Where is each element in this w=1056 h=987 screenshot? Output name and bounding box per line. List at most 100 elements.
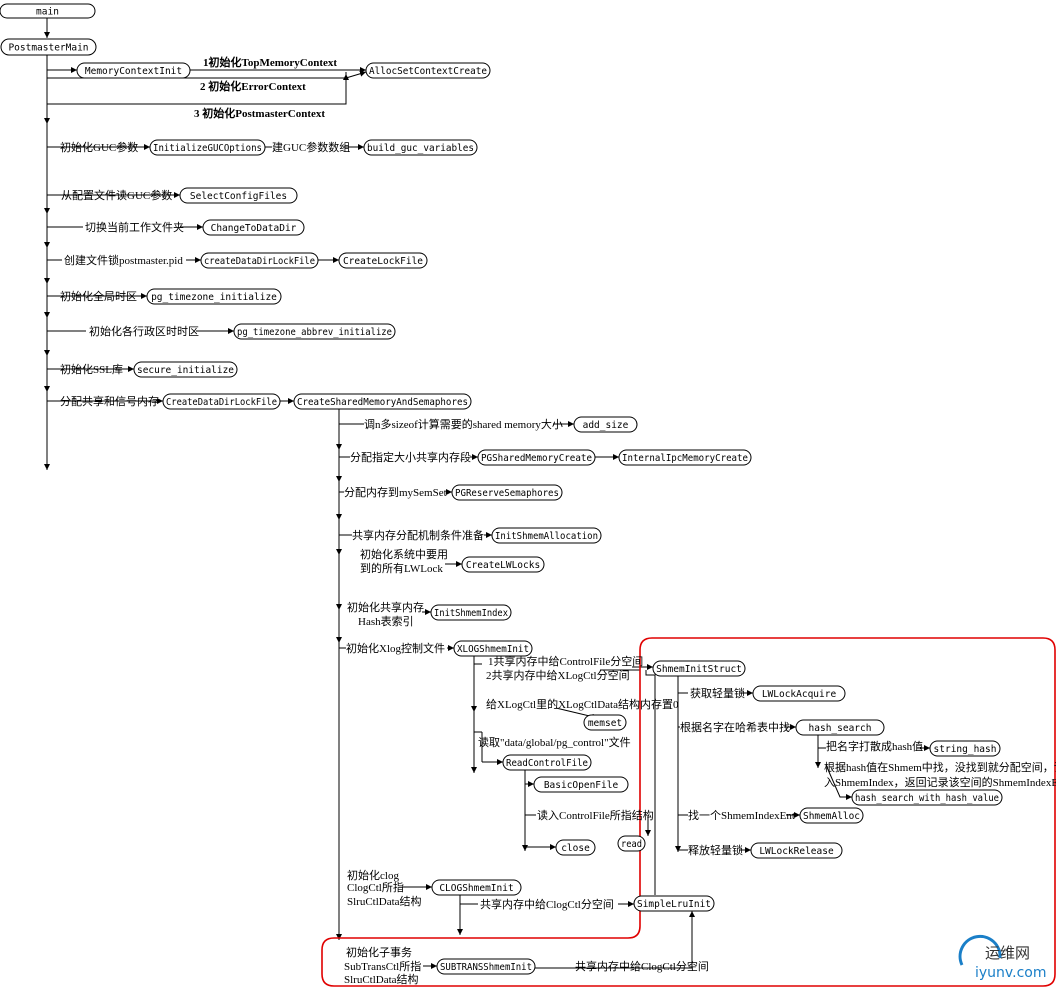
node-label: pg_timezone_initialize <box>151 292 277 303</box>
node-box <box>453 640 533 657</box>
annotations: 1初始化TopMemoryContext 2 初始化ErrorContext 3… <box>60 55 1056 986</box>
node-box <box>477 449 596 466</box>
node-label: PGSharedMemoryCreate <box>481 453 592 464</box>
node-read: read <box>617 835 646 852</box>
watermark-logo-icon <box>958 934 1002 966</box>
node-label: createDataDirLockFile <box>204 256 315 267</box>
label-zero-xlogctl: 给XLogCtl里的XLogCtlData结构内存置0 <box>486 697 679 711</box>
node-create-data-dir-lock-file-2: CreateDataDirLockFile <box>162 393 281 410</box>
label-init-timezone: 初始化全局时区 <box>60 289 137 303</box>
node-box <box>0 3 96 19</box>
node-main: main <box>0 3 96 19</box>
node-label: pg_timezone_abbrev_initialize <box>237 327 392 338</box>
node-box <box>430 604 512 621</box>
node-add-size: add_size <box>573 416 638 433</box>
label-init-subtrans-1: 初始化子事务 <box>346 945 412 959</box>
node-box <box>795 719 885 736</box>
node-box <box>133 361 238 378</box>
node-box <box>799 807 864 824</box>
node-label: SimpleLruInit <box>637 899 711 910</box>
node-postmaster-main: PostmasterMain <box>0 38 97 56</box>
node-label: CreateLWLocks <box>466 560 540 571</box>
node-box <box>233 323 396 340</box>
node-box <box>533 776 629 793</box>
node-box <box>502 754 592 771</box>
label-init-shmem-index-2: Hash表索引 <box>358 614 414 628</box>
node-label: InitializeGUCOptions <box>153 143 262 154</box>
label-find-shmem-index-ent: 找一个ShmemIndexEnt <box>688 808 795 822</box>
node-label: AllocSetContextCreate <box>369 66 487 77</box>
node-label: LWLockRelease <box>759 846 834 857</box>
node-read-control-file: ReadControlFile <box>502 754 592 771</box>
node-box <box>618 449 752 466</box>
label-init-xlog-control: 初始化Xlog控制文件 <box>346 641 445 655</box>
node-label: CreateLockFile <box>343 256 423 267</box>
label-alloc-shm-sem: 分配共享和信号内存 <box>60 394 159 408</box>
label-hash-find-1: 根据hash值在Shmem中找，没找到就分配空间，记 <box>824 760 1056 774</box>
node-box <box>179 187 298 204</box>
node-label: hash_search_with_hash_value <box>855 793 999 804</box>
label-init-postmaster-context: 3 初始化PostmasterContext <box>194 106 325 120</box>
label-read-pg-control: 读取"data/global/pg_control"文件 <box>478 735 631 749</box>
node-lwlock-acquire: LWLockAcquire <box>752 685 846 702</box>
label-read-controlfile-struct: 读入ControlFile所指结构 <box>537 808 654 822</box>
node-label: XLOGShmemInit <box>457 644 529 655</box>
label-alloc-shm-segment: 分配指定大小共享内存段 <box>350 450 471 464</box>
label-init-lwlocks-2: 到的所有LWLock <box>360 561 443 575</box>
node-box <box>338 252 428 269</box>
node-simple-lru-init: SimpleLruInit <box>633 895 715 912</box>
node-box <box>451 484 563 501</box>
node-create-shared-memory-and-semaphores: CreateSharedMemoryAndSemaphores <box>293 393 472 410</box>
label-init-guc: 初始化GUC参数 <box>60 140 138 154</box>
node-box <box>431 879 522 896</box>
node-label: read <box>621 839 642 850</box>
label-init-shmem-index-1: 初始化共享内存 <box>347 600 424 614</box>
node-label: add_size <box>583 420 629 431</box>
node-box <box>363 139 478 156</box>
node-box <box>929 740 1001 757</box>
label-init-tz-abbrev: 初始化各行政区时时区 <box>89 324 199 338</box>
label-hash-find-2: 入ShmemIndex，返回记录该空间的ShmemIndexEnt <box>824 775 1056 789</box>
node-label: SUBTRANSShmemInit <box>440 962 532 973</box>
label-alloc-clogctl-2: 共享内存中给ClogCtl分空间 <box>575 959 709 973</box>
node-label: ReadControlFile <box>506 758 588 769</box>
node-label: CLOGShmemInit <box>439 883 513 894</box>
highlight-region <box>321 637 1056 987</box>
node-label: MemoryContextInit <box>85 66 182 77</box>
node-memory-context-init: MemoryContextInit <box>76 62 191 79</box>
node-box <box>633 895 715 912</box>
node-pg-shared-memory-create: PGSharedMemoryCreate <box>477 449 596 466</box>
label-create-lock-file: 创建文件锁postmaster.pid <box>64 253 183 267</box>
node-internal-ipc-memory-create: InternalIpcMemoryCreate <box>618 449 752 466</box>
node-box <box>76 62 191 79</box>
label-acquire-light-lock: 获取轻量锁 <box>690 686 745 700</box>
node-memset: memset <box>583 714 627 731</box>
node-box <box>149 139 266 156</box>
node-box <box>851 789 1003 806</box>
label-init-subtrans-3: SlruCtlData结构 <box>344 972 419 986</box>
node-box <box>652 660 746 677</box>
label-init-clog-2: ClogCtl所指 <box>347 880 404 894</box>
node-box <box>752 685 846 702</box>
label-alloc-mysemset: 分配内存到mySemSet <box>344 485 447 499</box>
label-init-error-context: 2 初始化ErrorContext <box>200 79 306 93</box>
node-secure-initialize: secure_initialize <box>133 361 238 378</box>
node-alloc-set-context-create: AllocSetContextCreate <box>365 62 491 79</box>
node-label: CreateDataDirLockFile <box>166 397 277 408</box>
node-box <box>750 842 843 859</box>
node-xlog-shmem-init: XLOGShmemInit <box>453 640 533 657</box>
node-label: CreateSharedMemoryAndSemaphores <box>297 397 468 408</box>
node-label: BasicOpenFile <box>544 780 619 791</box>
node-box <box>200 252 319 269</box>
node-label: main <box>36 7 59 18</box>
node-create-lock-file: CreateLockFile <box>338 252 428 269</box>
node-build-guc-variables: build_guc_variables <box>363 139 478 156</box>
node-shmem-init-struct: ShmemInitStruct <box>652 660 746 677</box>
label-hash-name: 把名字打散成hash值 <box>826 739 923 753</box>
node-label: ShmemAlloc <box>803 811 860 822</box>
node-basic-open-file: BasicOpenFile <box>533 776 629 793</box>
node-box <box>461 556 545 573</box>
node-hash-search-with-hash-value: hash_search_with_hash_value <box>851 789 1003 806</box>
node-init-shmem-index: InitShmemIndex <box>430 604 512 621</box>
